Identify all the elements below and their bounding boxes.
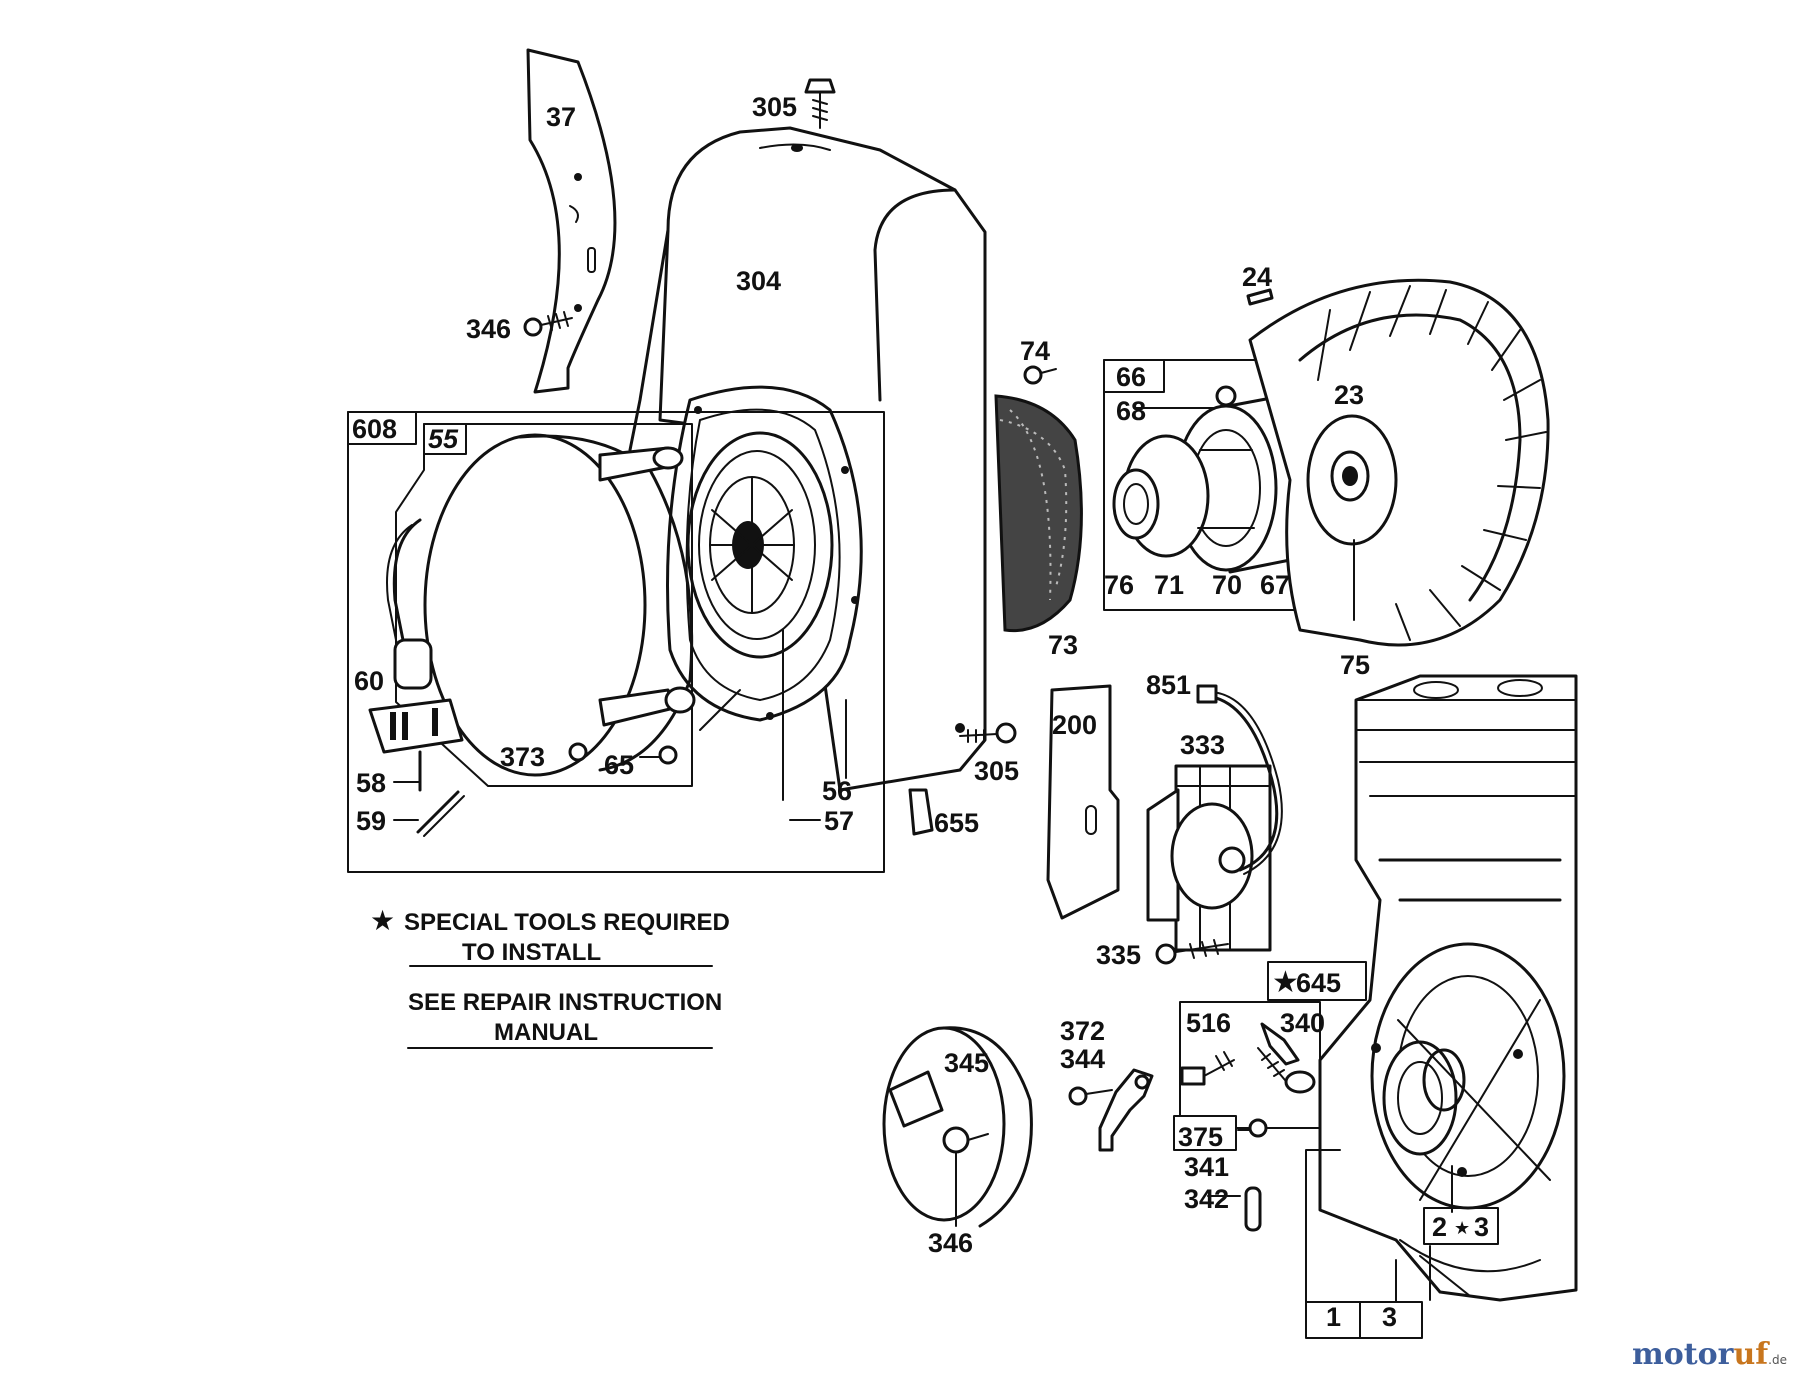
watermark-part2: uf xyxy=(1733,1337,1770,1372)
label-24: 24 xyxy=(1242,262,1272,292)
label-68: 68 xyxy=(1116,396,1146,426)
label-608: 608 xyxy=(352,414,397,444)
label-305-side: 305 xyxy=(974,756,1019,786)
rotating-screen-73 xyxy=(994,394,1083,633)
star-icon-2-3: ★ xyxy=(1454,1218,1470,1239)
label-200: 200 xyxy=(1052,710,1097,740)
star-icon: ★ xyxy=(370,904,395,937)
label-344: 344 xyxy=(1060,1044,1105,1074)
label-342: 342 xyxy=(1184,1184,1229,1214)
pin-342 xyxy=(1207,1186,1262,1232)
watermark-suffix: .de xyxy=(1768,1353,1787,1367)
leader-65 xyxy=(699,689,741,731)
governor-box-375 xyxy=(1173,1001,1321,1151)
label-2: 2 xyxy=(1432,1212,1447,1242)
stop-switch-60 xyxy=(368,518,465,837)
label-333: 333 xyxy=(1180,730,1225,760)
label-655: 655 xyxy=(934,808,979,838)
bracket-lines-1-3 xyxy=(1305,1149,1431,1303)
label-70: 70 xyxy=(1212,570,1242,600)
label-37: 37 xyxy=(546,102,576,132)
screw-346-guide xyxy=(523,311,573,337)
screw-305-top xyxy=(804,78,836,129)
label-1: 1 xyxy=(1326,1302,1341,1332)
label-305-top: 305 xyxy=(752,92,797,122)
watermark-logo: motoruf.de xyxy=(1632,1337,1787,1372)
label-335: 335 xyxy=(1096,940,1141,970)
blower-housing-304 xyxy=(628,126,987,801)
label-73: 73 xyxy=(1048,630,1078,660)
screw-335 xyxy=(1155,939,1229,965)
label-60: 60 xyxy=(354,666,384,696)
screw-341 xyxy=(1237,1118,1268,1138)
key-24 xyxy=(1246,288,1274,306)
label-346-guide: 346 xyxy=(466,314,511,344)
cylinder-block-1 xyxy=(1318,674,1578,1302)
air-guide-37 xyxy=(526,48,617,394)
starter-cup-345 xyxy=(882,1026,1033,1228)
starter-kit-box-608 xyxy=(347,411,885,873)
label-373: 373 xyxy=(500,742,545,772)
bracket-655 xyxy=(908,788,934,836)
special-tools-line2: TO INSTALL xyxy=(462,939,601,966)
label-boxes xyxy=(1267,961,1499,1339)
label-66: 66 xyxy=(1116,362,1146,392)
armature-coil-333 xyxy=(1146,684,1283,952)
nut-373 xyxy=(568,742,588,762)
label-375: 375 xyxy=(1178,1122,1223,1152)
label-516: 516 xyxy=(1186,1008,1231,1038)
label-75: 75 xyxy=(1340,650,1370,680)
part-labels: 37 305 304 346 24 74 66 68 23 608 55 76 … xyxy=(352,92,1489,1332)
label-3-box: 3 xyxy=(1474,1212,1489,1242)
label-65: 65 xyxy=(604,750,634,780)
label-372: 372 xyxy=(1060,1016,1105,1046)
repair-line2: MANUAL xyxy=(494,1019,598,1046)
star-icon-645: ★ xyxy=(1272,965,1299,1000)
label-58: 58 xyxy=(356,768,386,798)
screw-65 xyxy=(639,745,678,765)
label-55: 55 xyxy=(428,424,459,454)
ignition-shroud-200 xyxy=(1046,684,1120,920)
label-23: 23 xyxy=(1334,380,1364,410)
label-345: 345 xyxy=(944,1048,989,1078)
label-74: 74 xyxy=(1020,336,1050,366)
label-645: 645 xyxy=(1296,968,1341,998)
svg-text:motoruf.de: motoruf.de xyxy=(1632,1337,1787,1372)
label-304: 304 xyxy=(736,266,781,296)
label-340: 340 xyxy=(1280,1008,1325,1038)
special-tools-line1: SPECIAL TOOLS REQUIRED xyxy=(404,909,730,936)
label-76: 76 xyxy=(1104,570,1134,600)
label-3-bottom: 3 xyxy=(1382,1302,1397,1332)
label-341: 341 xyxy=(1184,1152,1229,1182)
label-67: 67 xyxy=(1260,570,1290,600)
screw-74 xyxy=(1023,365,1057,385)
label-346-cup: 346 xyxy=(928,1228,973,1258)
governor-lever-372 xyxy=(1068,1068,1154,1152)
watermark-part1: motor xyxy=(1632,1337,1735,1372)
screw-305-side xyxy=(959,722,1017,744)
label-71: 71 xyxy=(1154,570,1184,600)
notes-block: ★ SPECIAL TOOLS REQUIRED TO INSTALL SEE … xyxy=(370,904,730,1049)
label-56: 56 xyxy=(822,776,852,806)
flywheel-23 xyxy=(1248,278,1550,647)
label-851: 851 xyxy=(1146,670,1191,700)
label-59: 59 xyxy=(356,806,386,836)
repair-line1: SEE REPAIR INSTRUCTION xyxy=(408,989,722,1016)
label-57: 57 xyxy=(824,806,854,836)
